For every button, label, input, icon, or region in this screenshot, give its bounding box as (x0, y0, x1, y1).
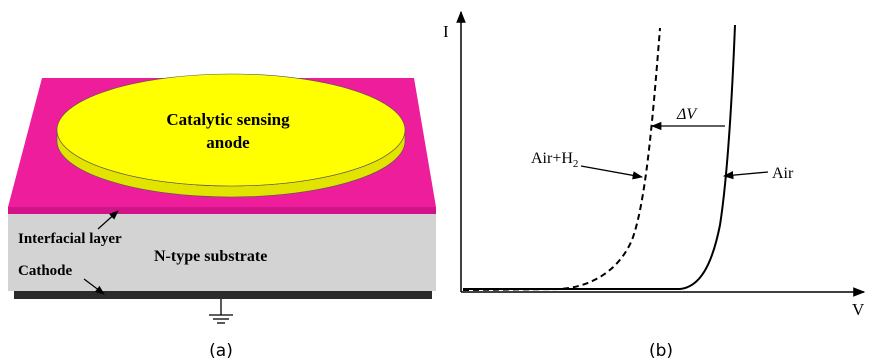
panel-b-iv-plot: I V ΔV Air+H2 Air (b) (443, 10, 866, 361)
y-axis-label: I (443, 22, 449, 41)
delta-v-label: ΔV (676, 106, 698, 123)
air-label: Air (772, 165, 794, 182)
curve-air-h2 (462, 27, 661, 291)
panel-a-device-schematic: Catalytic sensing anode Interfacial laye… (8, 73, 436, 361)
ground-icon (209, 299, 233, 324)
h2-subscript: 2 (573, 158, 579, 170)
interfacial-arrow (97, 210, 119, 230)
anode-disc-top (56, 73, 406, 187)
substrate-block (8, 213, 436, 291)
interfacial-label: Interfacial layer (18, 231, 122, 247)
cathode-layer (14, 290, 432, 299)
caption-b: (b) (649, 341, 673, 361)
curve-air (463, 24, 736, 290)
anode-label-line1: Catalytic sensing (166, 110, 290, 129)
cathode-label: Cathode (18, 263, 73, 279)
anode-label-line2: anode (206, 133, 250, 152)
air-pointer (722, 171, 769, 180)
air-h2-label: Air+H2 (531, 150, 578, 170)
air-h2-pointer (580, 165, 644, 180)
interfacial-layer (8, 207, 436, 214)
cathode-arrow (83, 278, 105, 295)
substrate-label: N-type substrate (154, 248, 267, 265)
x-axis-label: V (852, 300, 865, 319)
caption-a: (a) (209, 341, 233, 361)
